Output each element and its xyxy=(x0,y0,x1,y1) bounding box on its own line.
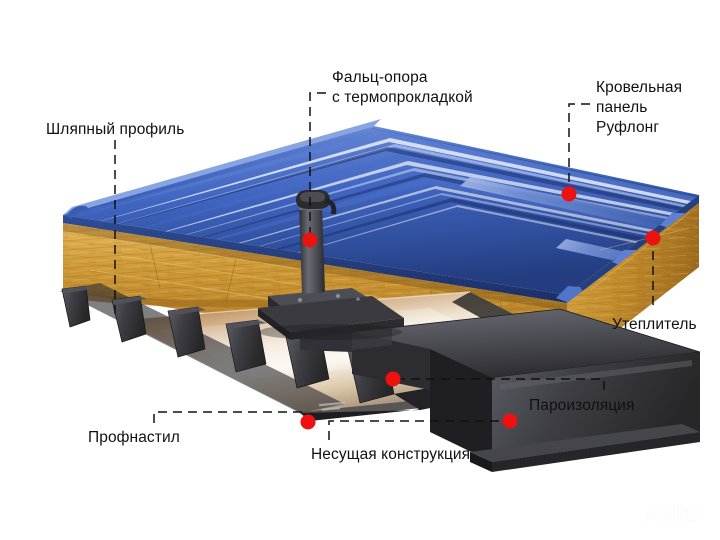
callout-load-bearing: Несущая конструкция xyxy=(311,446,471,463)
leader-roof-panel xyxy=(568,103,590,192)
marker-roof-panel[interactable] xyxy=(561,186,577,202)
marker-profiled-deck[interactable] xyxy=(300,414,316,430)
leader-profiled-deck xyxy=(153,411,303,423)
marker-dots xyxy=(300,186,661,430)
marker-vapour-barrier[interactable] xyxy=(385,371,401,387)
marker-load-bearing[interactable] xyxy=(502,413,518,429)
leader-seam-clip xyxy=(309,92,326,238)
callout-insulation: Утеплитель xyxy=(612,316,697,333)
callout-seam-clip: Фальц-опора с термопрокладкой xyxy=(332,69,473,106)
load-bearing-beam xyxy=(300,308,701,472)
marker-seam-clip[interactable] xyxy=(302,232,318,248)
callout-profiled-deck: Профнастил xyxy=(88,429,180,446)
leader-load-bearing xyxy=(328,420,505,440)
marker-insulation[interactable] xyxy=(645,230,661,246)
callout-hat-profile: Шляпный профиль xyxy=(46,121,185,138)
leader-vapour-barrier xyxy=(398,378,605,390)
callout-roof-panel: Кровельная панель Руфлонг xyxy=(596,79,683,136)
seam-clip-bracket xyxy=(258,190,404,340)
leader-lines xyxy=(114,92,654,440)
callout-vapour-barrier: Пароизоляция xyxy=(529,397,635,414)
